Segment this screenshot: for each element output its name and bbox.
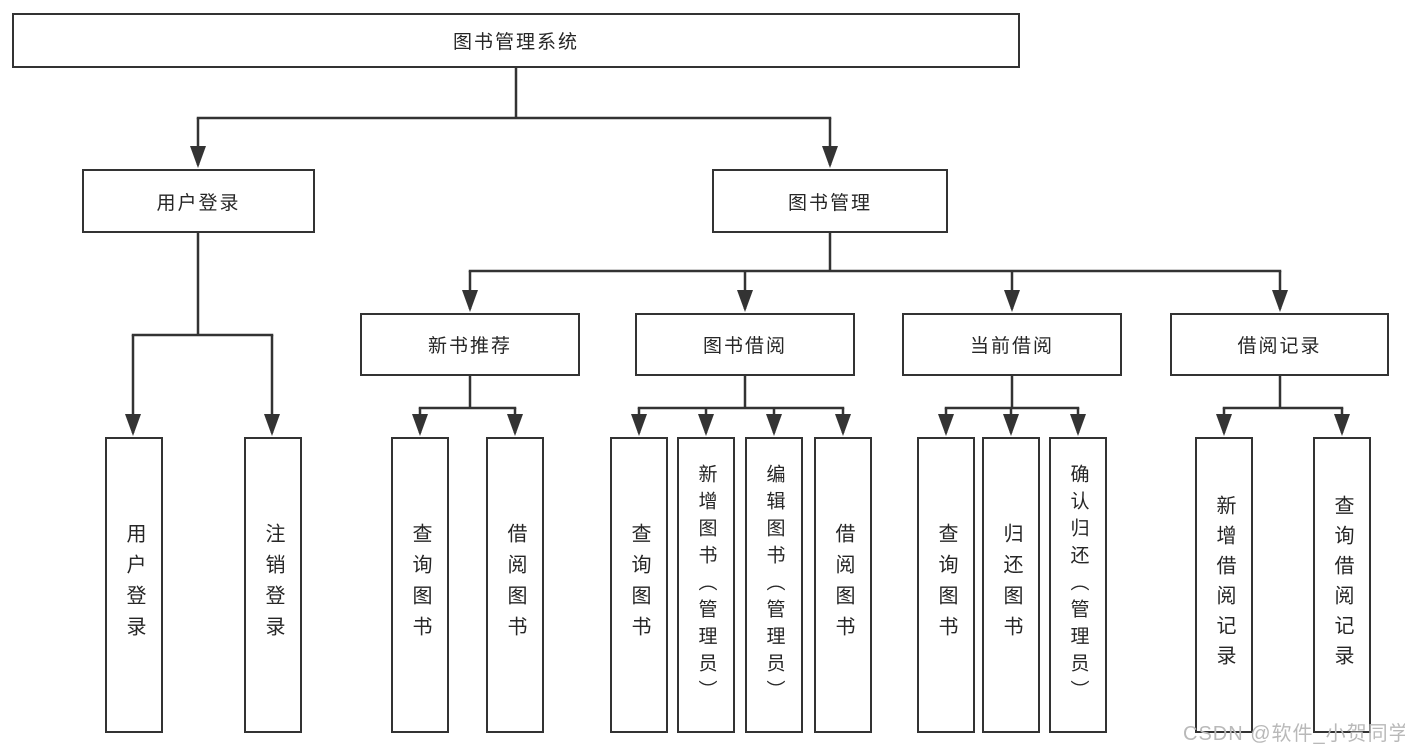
node-label: 图书管理系统 [452,32,579,53]
node-book-borrowing: 图书借阅 [635,313,855,376]
leaf-label: 借阅图书 [832,523,854,647]
node-label: 图书管理 [787,192,872,214]
leaf-query-books-borrowing: 查询图书 [610,437,668,733]
leaf-label: 新增借阅记录 [1213,495,1235,675]
node-borrow-records: 借阅记录 [1170,313,1389,376]
leaf-label: 归还图书 [1000,523,1022,647]
node-user-login-module: 用户登录 [82,169,315,233]
leaf-label: 新增图书（管理员） [695,463,717,707]
node-label: 图书借阅 [702,336,787,357]
leaf-borrow-books: 借阅图书 [814,437,872,733]
leaf-add-borrow-record: 新增借阅记录 [1195,437,1253,733]
node-label: 用户登录 [156,192,241,214]
leaf-label: 注销登录 [262,523,284,647]
node-library-system: 图书管理系统 [12,13,1020,68]
leaf-confirm-return-admin: 确认归还（管理员） [1049,437,1107,733]
leaf-user-login: 用户登录 [105,437,163,733]
leaf-label: 编辑图书（管理员） [763,463,785,707]
leaf-label: 借阅图书 [504,523,526,647]
leaf-query-books-current: 查询图书 [917,437,975,733]
node-book-management-module: 图书管理 [712,169,948,233]
leaf-logout: 注销登录 [244,437,302,733]
leaf-add-book-admin: 新增图书（管理员） [677,437,735,733]
node-current-borrowing: 当前借阅 [902,313,1122,376]
leaf-query-books-recommend: 查询图书 [391,437,449,733]
node-label: 当前借阅 [969,336,1054,357]
leaf-edit-book-admin: 编辑图书（管理员） [745,437,803,733]
leaf-label: 查询图书 [935,523,957,647]
leaf-query-borrow-record: 查询借阅记录 [1313,437,1371,733]
leaf-label: 查询借阅记录 [1331,495,1353,675]
node-new-book-recommendation: 新书推荐 [360,313,580,376]
node-label: 新书推荐 [427,336,512,357]
leaf-label: 确认归还（管理员） [1067,463,1089,707]
node-label: 借阅记录 [1237,336,1322,357]
leaf-return-book: 归还图书 [982,437,1040,733]
leaf-label: 用户登录 [123,523,145,647]
leaf-label: 查询图书 [628,523,650,647]
leaf-label: 查询图书 [409,523,431,647]
leaf-borrow-books-recommend: 借阅图书 [486,437,544,733]
csdn-watermark: CSDN @软件_小贺同学 [1183,723,1405,745]
